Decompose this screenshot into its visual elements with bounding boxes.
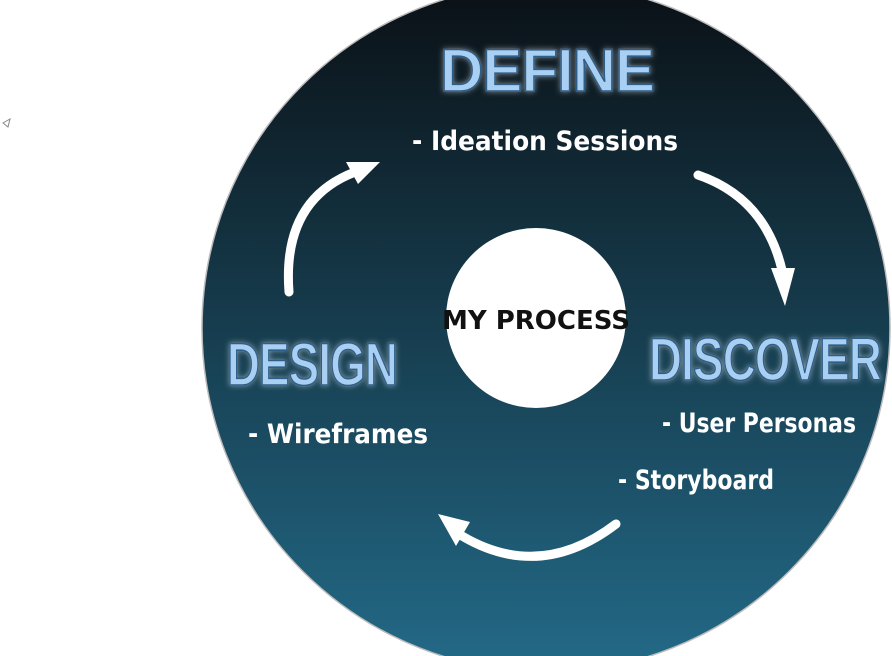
stage-title-design: DESIGN <box>227 331 397 398</box>
arrow-design-to-define-icon <box>283 162 380 297</box>
stage-title-define: DEFINE <box>440 37 654 104</box>
center-label: MY PROCESS <box>442 306 630 336</box>
arrow-define-to-discover-icon <box>693 170 795 306</box>
center-circle <box>446 228 626 408</box>
corner-mark-icon <box>2 117 11 128</box>
stage-item-wireframes: - Wireframes <box>248 419 428 450</box>
stage-item-storyboard: - Storyboard <box>618 465 774 496</box>
stage-item-personas: - User Personas <box>662 408 856 439</box>
stage-item-ideation: - Ideation Sessions <box>412 126 678 157</box>
stage-title-discover: DISCOVER <box>649 326 882 393</box>
arrow-discover-to-design-icon <box>438 514 621 561</box>
